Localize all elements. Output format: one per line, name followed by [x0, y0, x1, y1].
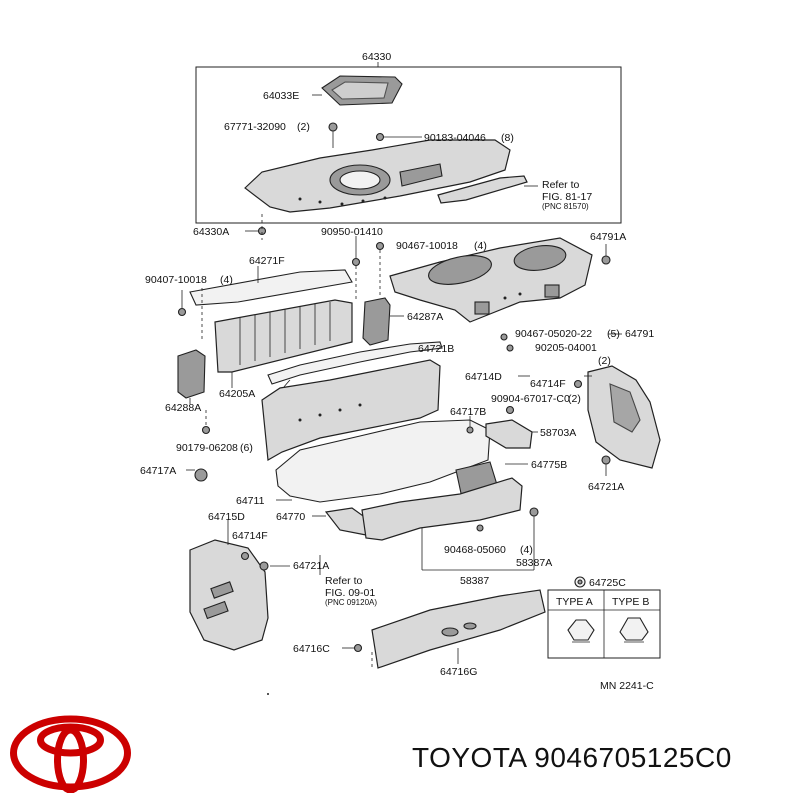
clip-64791A — [601, 255, 611, 265]
label-67771-qty: (2) — [297, 121, 310, 133]
part-64287A — [362, 297, 391, 346]
label-type-a: TYPE A — [556, 596, 593, 608]
label-64288A: 64288A — [165, 402, 201, 414]
label-90467-10018: 90467-10018 — [396, 240, 458, 252]
label-90183-04046: 90183-04046 — [424, 132, 486, 144]
clip-type-b — [619, 617, 649, 641]
part-64716G — [371, 589, 546, 669]
clip-58387A — [529, 507, 539, 517]
part-64288A — [177, 349, 206, 399]
label-90179-06208: 90179-06208 — [176, 442, 238, 454]
label-90179-qty: (6) — [240, 442, 253, 454]
part-64715D — [189, 539, 269, 651]
label-90407-10018: 90407-10018 — [145, 274, 207, 286]
clip-90407-10018 — [177, 307, 187, 317]
trunk-side-trim — [261, 359, 441, 461]
label-58387: 58387 — [460, 575, 489, 587]
label-64721A-left: 64721A — [293, 560, 329, 572]
label-64717A: 64717A — [140, 465, 176, 477]
label-64716C: 64716C — [293, 643, 330, 655]
label-90950-01410: 90950-01410 — [321, 226, 383, 238]
label-64721A-right: 64721A — [588, 481, 624, 493]
part-64770 — [324, 507, 367, 536]
part-64205A — [214, 299, 353, 373]
label-fig-code: MN 2241-C — [600, 680, 654, 692]
clip-90467-10018 — [375, 241, 385, 251]
clip-64717A — [194, 468, 208, 482]
label-90468-05060: 90468-05060 — [444, 544, 506, 556]
clip-64714F-top — [573, 379, 583, 389]
clip-90467-05020-22 — [500, 333, 508, 341]
label-67771-32090: 67771-32090 — [224, 121, 286, 133]
clip-90904-67017-C0 — [505, 405, 515, 415]
label-64770: 64770 — [276, 511, 305, 523]
label-64775B: 64775B — [531, 459, 567, 471]
label-refer2-b: FIG. 09-01 — [325, 587, 375, 599]
clip-90205-04001 — [506, 344, 514, 352]
clip-64714F-bottom — [240, 551, 250, 561]
label-refer1-b: FIG. 81-17 — [542, 191, 592, 203]
label-refer1-a: Refer to — [542, 179, 580, 191]
label-64714D: 64714D — [465, 371, 502, 383]
part-64721B — [267, 341, 443, 385]
toyota-logo-icon — [10, 715, 131, 793]
label-90904-67017-C0: 90904-67017-C0 — [491, 393, 570, 405]
label-64725C: 64725C — [589, 577, 626, 589]
label-64033E: 64033E — [263, 90, 299, 102]
label-64791: 64791 — [625, 328, 654, 340]
label-64330A: 64330A — [193, 226, 229, 238]
clip-90950-01410 — [351, 257, 361, 267]
clip-64717B — [466, 426, 474, 434]
label-64711: 64711 — [236, 495, 265, 507]
label-90467-05020-22: 90467-05020-22 — [515, 328, 592, 340]
label-90468-qty: (4) — [520, 544, 533, 556]
label-64714F-bottom: 64714F — [232, 530, 268, 542]
part-64711 — [275, 419, 491, 503]
label-90183-qty: (8) — [501, 132, 514, 144]
assembly-box-64330 — [195, 66, 622, 224]
label-90205-04001: 90205-04001 — [535, 342, 597, 354]
label-64716G: 64716G — [440, 666, 477, 678]
clip-90179-06208 — [201, 425, 211, 435]
label-64330: 64330 — [362, 51, 391, 63]
label-58387A: 58387A — [516, 557, 552, 569]
label-refer1-c: (PNC 81570) — [542, 202, 589, 211]
clip-64721A-left — [259, 561, 269, 571]
clip-90183-04046 — [375, 132, 385, 142]
part-58703A — [485, 419, 533, 449]
part-64271F — [189, 269, 353, 306]
panel-ribs — [239, 302, 331, 365]
label-refer2-c: (PNC 09120A) — [325, 598, 377, 607]
label-64715D: 64715D — [208, 511, 245, 523]
label-90467-05020-22-qty: (5) — [607, 328, 620, 340]
brand-part-number: TOYOTA 9046705125C0 — [412, 742, 732, 773]
label-64717B: 64717B — [450, 406, 486, 418]
clip-type-a — [567, 619, 595, 641]
clip-67771-32090 — [328, 122, 338, 132]
logo-ellipses — [10, 715, 131, 793]
clip-64716C — [353, 643, 363, 653]
high-mount-stop-lamp — [437, 175, 528, 204]
clip-90468-05060 — [476, 524, 484, 532]
label-90467-10018-qty: (4) — [474, 240, 487, 252]
label-64287A: 64287A — [407, 311, 443, 323]
label-90407-qty: (4) — [220, 274, 233, 286]
label-64271F: 64271F — [249, 255, 285, 267]
label-58703A: 58703A — [540, 427, 576, 439]
label-refer2-a: Refer to — [325, 575, 363, 587]
label-64721B: 64721B — [418, 343, 454, 355]
label-64205A: 64205A — [219, 388, 255, 400]
label-64714F-top: 64714F — [530, 378, 566, 390]
part-58387 — [361, 477, 523, 541]
label-64791A: 64791A — [590, 231, 626, 243]
label-type-b: TYPE B — [612, 596, 649, 608]
label-90904-qty: (2) — [568, 393, 581, 405]
label-qty-2: (2) — [598, 355, 611, 367]
clip-64721A-right — [601, 455, 611, 465]
